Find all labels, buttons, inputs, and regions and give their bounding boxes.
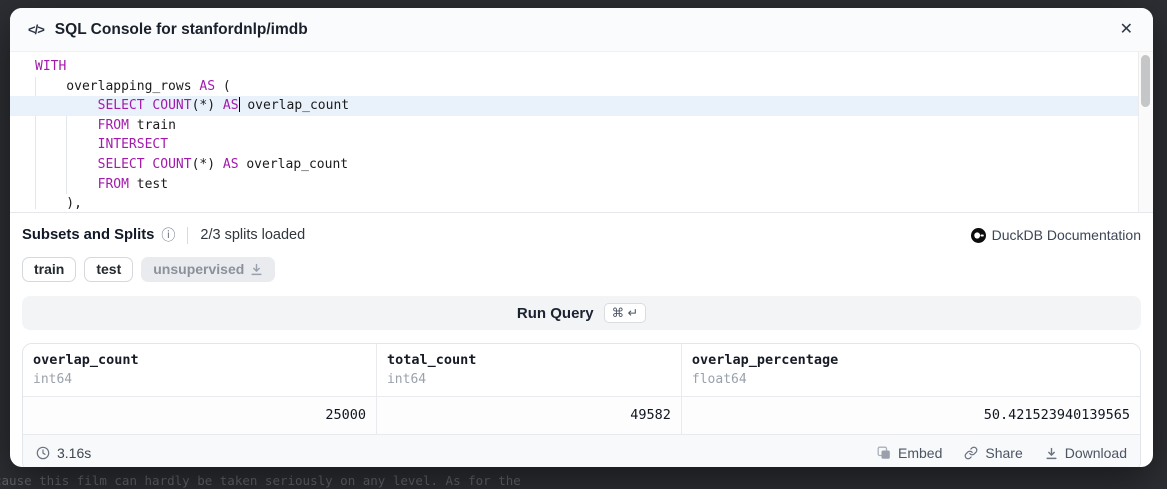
duckdb-logo-icon (970, 227, 986, 243)
divider (187, 226, 189, 244)
editor-scrollbar[interactable] (1138, 52, 1153, 212)
splits-tags-row: train test unsupervised (22, 257, 1141, 282)
code-line: overlapping_rows AS ( (35, 78, 231, 94)
subsets-heading: Subsets and Splits (22, 227, 155, 243)
code-line: FROM test (97, 176, 169, 192)
duration-label: 3.16s (57, 445, 92, 462)
code-line: FROM train (97, 117, 176, 133)
clock-icon (36, 446, 50, 460)
sql-editor[interactable]: WITH overlapping_rows AS ( SELECT COUNT(… (10, 52, 1153, 213)
download-label: Download (1064, 445, 1127, 462)
code-icon: </> (28, 22, 45, 37)
run-query-button[interactable]: Run Query ⌘ ↵ (22, 296, 1141, 330)
code-line-active: SELECT COUNT(*) AS overlap_count (10, 96, 1138, 116)
split-pill-train[interactable]: train (22, 257, 77, 282)
splits-loaded-status: 2/3 splits loaded (200, 227, 306, 243)
embed-label: Embed (898, 445, 943, 462)
results-header-row: overlap_count int64 total_count int64 ov… (23, 344, 1140, 398)
doc-link-label: DuckDB Documentation (991, 227, 1141, 243)
embed-icon (877, 446, 890, 459)
sql-code: WITH overlapping_rows AS ( SELECT COUNT(… (10, 52, 1153, 212)
table-cell: 50.421523940139565 (680, 397, 1140, 435)
embed-button[interactable]: Embed (877, 445, 942, 461)
footer-actions: Embed Share Download (877, 445, 1127, 461)
share-link-icon (964, 446, 978, 460)
table-cell: 49582 (375, 397, 681, 435)
results-footer: 3.16s Embed Share Download (23, 435, 1140, 467)
split-pill-unsupervised[interactable]: unsupervised (141, 257, 276, 282)
download-icon (1046, 447, 1057, 459)
modal-title: SQL Console for stanfordnlp/imdb (54, 20, 308, 38)
share-button[interactable]: Share (964, 445, 1023, 462)
download-icon (251, 263, 262, 275)
subsets-row: Subsets and Splits ⓘ 2/3 splits loaded D… (22, 225, 1141, 245)
text-cursor (238, 97, 240, 113)
scrollbar-thumb[interactable] (1141, 55, 1150, 107)
run-query-label: Run Query (516, 304, 594, 322)
split-pill-test[interactable]: test (84, 257, 134, 282)
share-label: Share (985, 445, 1023, 462)
column-header: overlap_count int64 (33, 352, 139, 387)
code-line: INTERSECT (97, 137, 169, 153)
query-duration: 3.16s (36, 445, 91, 461)
table-cell: 25000 (325, 407, 366, 424)
modal-header: </> SQL Console for stanfordnlp/imdb ✕ (10, 8, 1153, 52)
code-line: WITH (35, 59, 67, 74)
indent-guide (35, 77, 36, 209)
code-line: SELECT COUNT(*) AS overlap_count (97, 156, 349, 172)
column-header: total_count int64 (375, 344, 681, 397)
keyboard-shortcut-badge: ⌘ ↵ (603, 303, 647, 323)
sql-console-modal: </> SQL Console for stanfordnlp/imdb ✕ W… (10, 8, 1153, 467)
results-table: overlap_count int64 total_count int64 ov… (22, 343, 1141, 467)
duckdb-documentation-link[interactable]: DuckDB Documentation (970, 227, 1141, 243)
column-header: overlap_percentage float64 (680, 344, 1140, 397)
split-pill-label: unsupervised (153, 261, 245, 277)
table-row: 25000 49582 50.421523940139565 (23, 397, 1140, 436)
info-icon[interactable]: ⓘ (161, 227, 176, 243)
close-icon[interactable]: ✕ (1119, 20, 1133, 38)
background-page-text: cause this film can hardly be taken seri… (0, 473, 521, 488)
download-button[interactable]: Download (1045, 445, 1127, 461)
modal-body: Subsets and Splits ⓘ 2/3 splits loaded D… (10, 213, 1153, 467)
indent-guide (66, 96, 67, 194)
code-line: ), (35, 196, 82, 212)
